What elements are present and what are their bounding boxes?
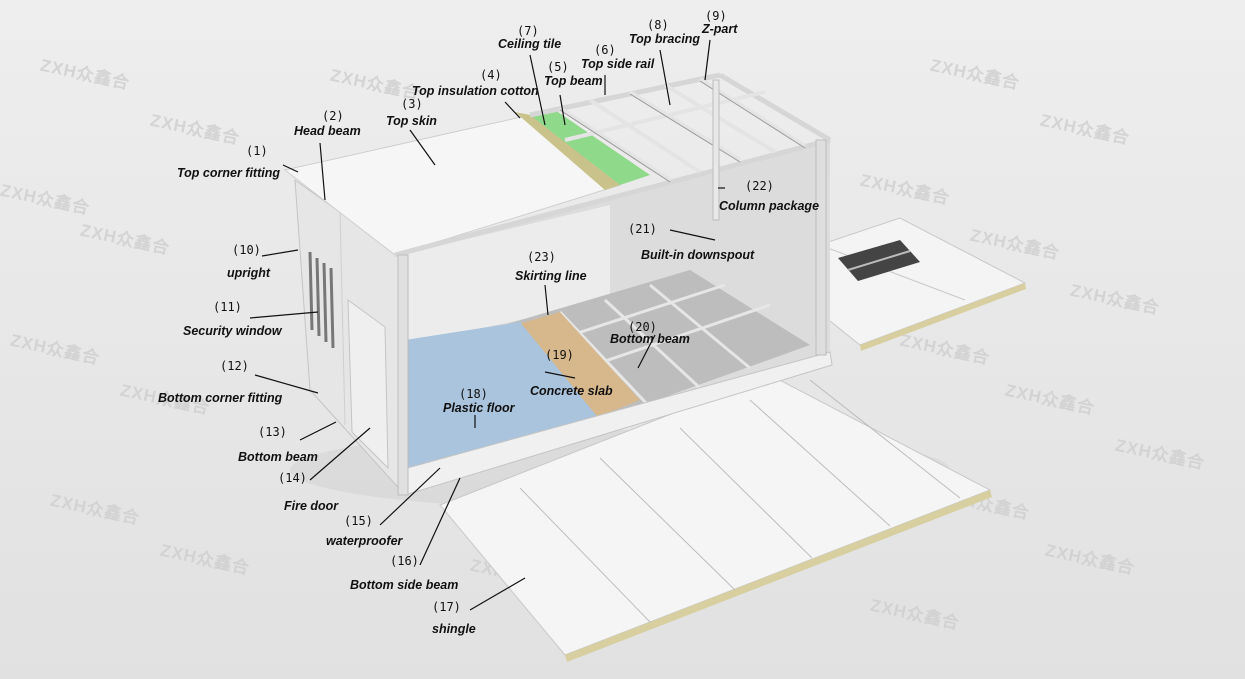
- part-label: Z-part: [702, 22, 738, 36]
- part-number: (1): [246, 144, 268, 158]
- leader-lines: [249, 39, 725, 611]
- part-number: (2): [322, 109, 344, 123]
- upright-post: [815, 139, 827, 356]
- corner-post-front: [397, 254, 409, 496]
- part-label: Skirting line: [515, 269, 587, 283]
- plastic-floor: [405, 322, 600, 470]
- part-label: Security window: [183, 324, 282, 338]
- column-package: [712, 79, 720, 221]
- shingle-panels: [439, 374, 992, 662]
- part-number: (11): [213, 300, 242, 314]
- part-label: Bottom corner fitting: [158, 391, 283, 405]
- fire-door: [347, 298, 389, 470]
- part-label: Fire door: [284, 499, 339, 513]
- part-label: Top bracing: [629, 32, 701, 46]
- part-number: (10): [232, 243, 261, 257]
- part-number: (19): [545, 348, 574, 362]
- part-number: (8): [647, 18, 669, 32]
- part-label: Column package: [719, 199, 820, 213]
- part-label: upright: [227, 266, 271, 280]
- concrete-slab: [515, 312, 640, 418]
- part-number: (22): [745, 179, 774, 193]
- part-label: Plastic floor: [443, 401, 515, 415]
- part-label: Top side rail: [581, 57, 655, 71]
- part-label: Top corner fitting: [177, 166, 280, 180]
- part-number: (16): [390, 554, 419, 568]
- part-number: (20): [628, 320, 657, 334]
- part-number: (21): [628, 222, 657, 236]
- part-label: Bottom beam: [610, 332, 690, 346]
- part-label: Top skin: [386, 114, 437, 128]
- part-number: (6): [594, 43, 616, 57]
- part-number: (9): [705, 9, 727, 23]
- part-label: Bottom beam: [238, 450, 318, 464]
- part-label: Top insulation cotton: [412, 84, 539, 98]
- part-number: (14): [278, 471, 307, 485]
- part-label: Head beam: [294, 124, 361, 138]
- part-number: (13): [258, 425, 287, 439]
- part-number: (18): [459, 387, 488, 401]
- security-window-bars: [308, 251, 335, 349]
- part-label: Top beam: [544, 74, 603, 88]
- part-number: (7): [517, 24, 539, 38]
- part-number: (12): [220, 359, 249, 373]
- part-number: (15): [344, 514, 373, 528]
- part-number: (23): [527, 250, 556, 264]
- top-insulation: [515, 112, 620, 190]
- part-number: (5): [547, 60, 569, 74]
- part-label: Bottom side beam: [350, 578, 459, 592]
- part-label: Ceiling tile: [498, 37, 562, 51]
- part-label: Built-in downspout: [641, 248, 755, 262]
- part-label: shingle: [432, 622, 476, 636]
- part-number: (3): [401, 97, 423, 111]
- part-label: Concrete slab: [530, 384, 613, 398]
- part-number: (4): [480, 68, 502, 82]
- ceiling-tile: [530, 110, 650, 185]
- part-number: (17): [432, 600, 461, 614]
- part-label: waterproofer: [326, 534, 403, 548]
